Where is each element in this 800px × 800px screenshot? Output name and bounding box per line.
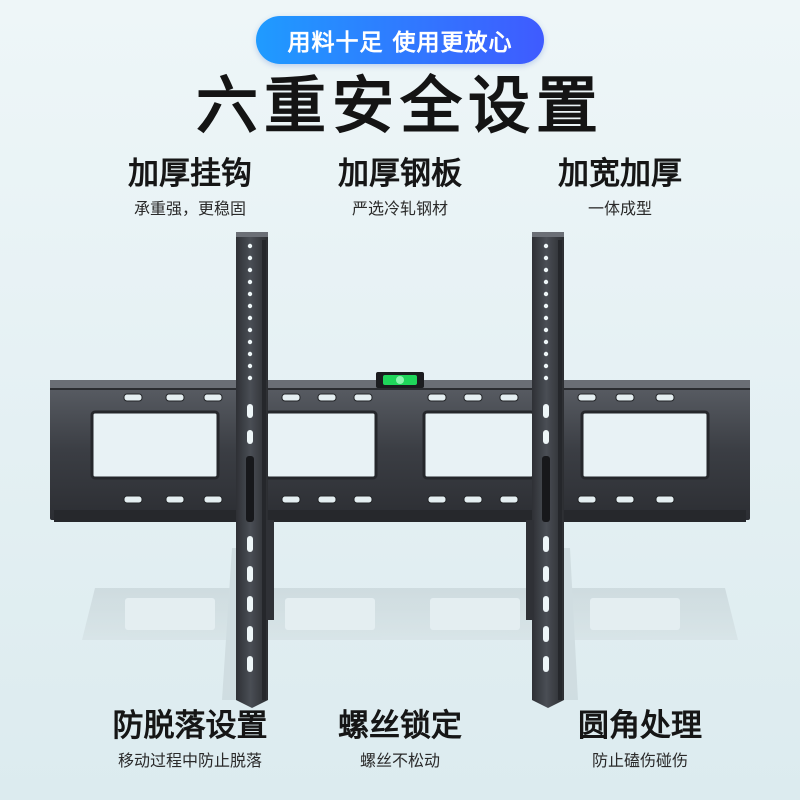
feature-thick-hooks: 加厚挂钩 承重强，更稳固 — [100, 154, 280, 220]
feature-subtitle: 螺丝不松动 — [359, 751, 440, 770]
feature-anti-drop: 防脱落设置 移动过程中防止脱落 — [80, 706, 300, 772]
feature-title: 圆角处理 — [578, 708, 702, 744]
badge-text: 用料十足 使用更放心 — [287, 30, 513, 56]
right-vertical-arm — [526, 232, 564, 708]
feature-rounded-corners: 圆角处理 防止磕伤碰伤 — [540, 706, 740, 772]
feature-subtitle: 移动过程中防止脱落 — [117, 751, 262, 770]
feature-title: 加宽加厚 — [558, 156, 682, 192]
feature-subtitle: 一体成型 — [587, 199, 652, 218]
feature-thick-steel-plate: 加厚钢板 严选冷轧钢材 — [310, 154, 490, 220]
horizontal-steel-plate — [50, 380, 750, 522]
feature-title: 加厚挂钩 — [128, 156, 252, 192]
feature-subtitle: 防止磕伤碰伤 — [591, 751, 688, 770]
left-vertical-arm — [236, 232, 274, 708]
feature-subtitle: 严选冷轧钢材 — [351, 199, 448, 218]
bubble-level-icon — [376, 372, 424, 388]
feature-subtitle: 承重强，更稳固 — [133, 199, 246, 218]
feature-screw-lock: 螺丝锁定 螺丝不松动 — [310, 706, 490, 772]
feature-title: 防脱落设置 — [112, 708, 268, 744]
headline-badge: 用料十足 使用更放心 — [256, 16, 544, 64]
page-title: 六重安全设置 — [195, 69, 604, 142]
bracket-shadow — [82, 548, 738, 700]
feature-wide-thick: 加宽加厚 一体成型 — [530, 154, 710, 220]
feature-title: 螺丝锁定 — [338, 708, 462, 744]
feature-title: 加厚钢板 — [338, 156, 462, 192]
